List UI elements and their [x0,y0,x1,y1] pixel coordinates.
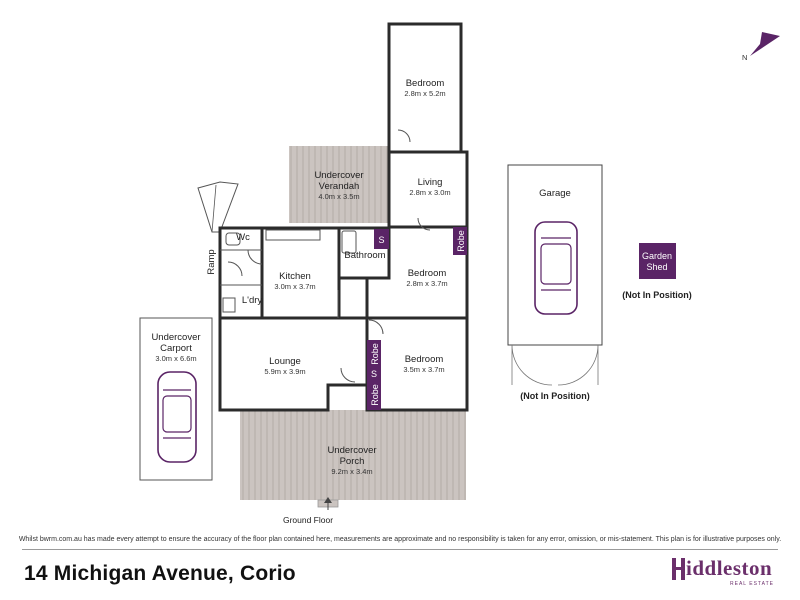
bedroom-low-label: Bedroom [405,354,444,365]
ground-floor-label: Ground Floor [283,515,333,525]
robe-lower-bottom-label: Robe [370,384,380,406]
wc-label: Wc [236,232,250,243]
ramp-label: Ramp [206,249,217,274]
property-address: 14 Michigan Avenue, Corio [24,562,296,585]
lounge-label: Lounge [269,356,301,367]
storage-lower-label: S [371,369,377,379]
lounge-dim: 5.9m x 3.9m [264,367,305,376]
disclaimer-text: Whilst bwrm.com.au has made every attemp… [18,536,782,543]
carport-label-1: Undercover [151,332,200,343]
robe-living [453,227,467,255]
logo-name: iddleston [686,556,773,580]
garage-outline [507,164,603,346]
porch-deck [240,410,466,500]
porch-dim: 9.2m x 3.4m [331,467,372,476]
living-dim: 2.8m x 3.0m [409,188,450,197]
laundry-label: L'dry [242,295,263,306]
interior-details [220,129,431,383]
garage-car-icon [534,221,578,315]
kitchen-label: Kitchen [279,271,311,282]
carport-car-icon [157,371,197,463]
storage-bathroom [374,229,389,249]
verandah-deck [289,146,389,223]
ramp [197,181,239,233]
storage-lower [367,368,381,380]
carport-dim: 3.0m x 6.6m [155,354,196,363]
bedroom-mid-label: Bedroom [408,268,447,279]
porch-label-1: Undercover [327,445,376,456]
compass-icon [750,32,780,56]
living-label: Living [418,177,443,188]
robe-lower-bottom [367,380,381,410]
logo-h-mark [672,558,685,580]
shed-note: (Not In Position) [622,290,692,300]
bedroom-top-label: Bedroom [406,78,445,89]
garden-shed [639,243,676,279]
verandah-dim: 4.0m x 3.5m [318,192,359,201]
bedroom-top-dim: 2.8m x 5.2m [404,89,445,98]
agency-logo: iddleston REAL ESTATE [672,556,788,592]
bedroom-mid-dim: 2.8m x 3.7m [406,279,447,288]
garage-note: (Not In Position) [520,391,590,401]
shed-label-1: Garden [642,251,672,261]
bedroom-low-dim: 3.5m x 3.7m [403,365,444,374]
verandah-label-2: Verandah [319,181,360,192]
garage-door-swing [511,344,599,386]
verandah-label-1: Undercover [314,170,363,181]
kitchen-dim: 3.0m x 3.7m [274,282,315,291]
ramp-divider [211,184,217,233]
compass-label: N [742,53,747,62]
shed-label-2: Shed [646,262,667,272]
storage-bathroom-label: S [378,235,384,245]
robe-living-label: Robe [456,230,466,252]
robe-lower-upper-label: Robe [370,343,380,365]
carport-outline [139,317,213,481]
logo-subtitle: REAL ESTATE [730,581,774,587]
garage-label: Garage [539,188,571,199]
porch-arrow-head [324,497,332,503]
porch-label-2: Porch [340,456,365,467]
footer-divider [22,549,778,550]
bathroom-label: Bathroom [344,250,385,261]
carport-label-2: Carport [160,343,192,354]
robe-lower-upper [367,340,381,368]
